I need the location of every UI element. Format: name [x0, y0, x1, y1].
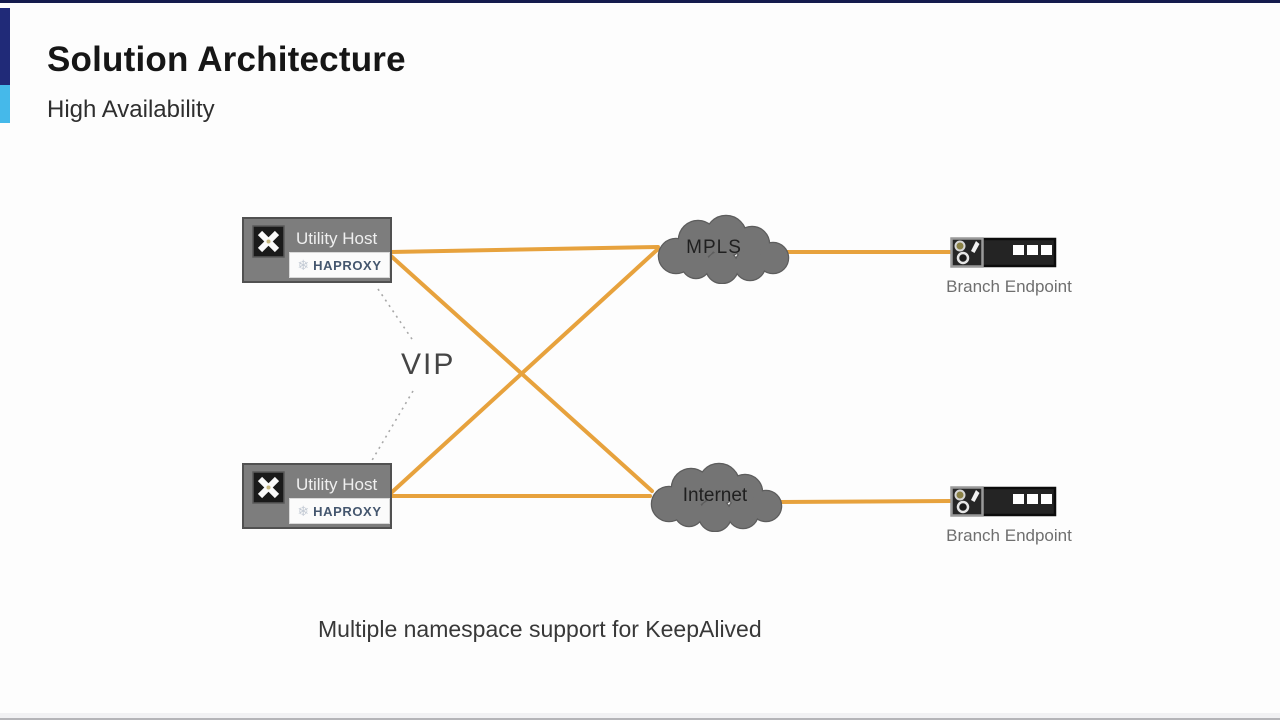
- cross-arrows-icon: [252, 225, 285, 258]
- endpoint-label: Branch Endpoint: [946, 277, 1072, 296]
- accent-bar-blue: [0, 85, 10, 123]
- haproxy-logo-text: HAPROXY: [313, 503, 382, 519]
- haproxy-snowflake-icon: ❄: [297, 257, 310, 273]
- haproxy-logo: ❄ HAPROXY: [289, 498, 390, 524]
- host-label: Utility Host: [296, 229, 378, 248]
- internet-cloud-node: Internet: [645, 460, 785, 532]
- cloud-shape: [657, 214, 790, 284]
- slide-title: Solution Architecture: [47, 40, 406, 79]
- router-device-icon: [950, 486, 1057, 517]
- cloud-label: MPLS: [686, 237, 742, 258]
- utility-host-node-2: Utility Host ❄ HAPROXY: [242, 463, 392, 529]
- slide-subtitle: High Availability: [47, 96, 215, 123]
- top-divider: [0, 0, 1280, 3]
- cloud-label: Internet: [682, 485, 748, 506]
- mpls-cloud-node: MPLS: [652, 212, 792, 284]
- haproxy-logo: ❄ HAPROXY: [289, 252, 390, 278]
- accent-bar-navy: [0, 8, 10, 85]
- haproxy-snowflake-icon: ❄: [297, 503, 310, 519]
- haproxy-logo-text: HAPROXY: [313, 257, 382, 273]
- vip-label: VIP: [401, 348, 456, 381]
- slide-caption: Multiple namespace support for KeepAlive…: [318, 616, 762, 642]
- utility-host-node-1: Utility Host ❄ HAPROXY: [242, 217, 392, 283]
- bottom-band: [0, 713, 1280, 718]
- endpoint-label: Branch Endpoint: [946, 526, 1072, 545]
- bottom-divider: [0, 718, 1280, 720]
- host-label: Utility Host: [296, 475, 378, 494]
- cloud-shape: [650, 462, 783, 532]
- router-device-icon: [950, 237, 1057, 268]
- cross-arrows-icon: [252, 471, 285, 504]
